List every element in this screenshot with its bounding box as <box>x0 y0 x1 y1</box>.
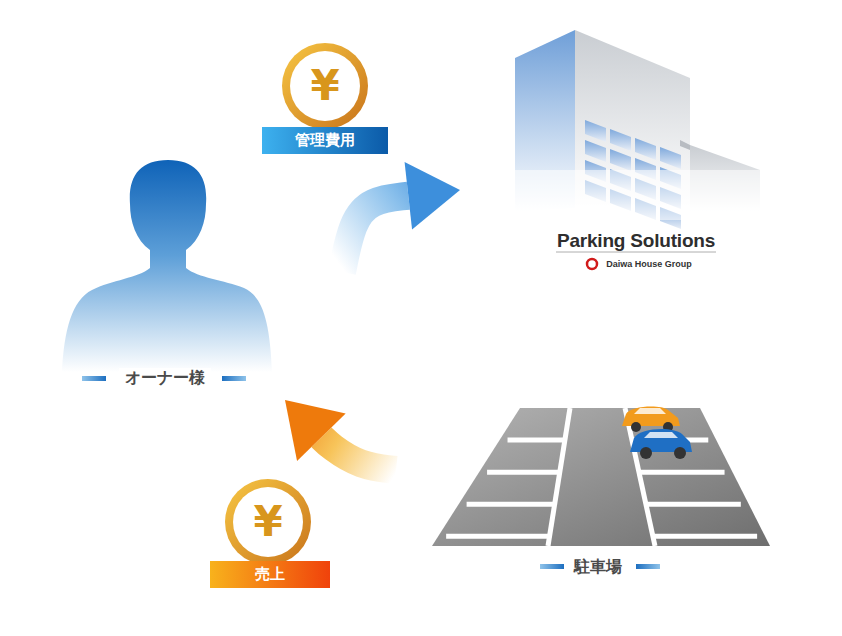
node-title: Parking Solutions <box>557 230 715 252</box>
lot-line <box>548 408 570 546</box>
lot-line <box>467 502 555 507</box>
company-node: Parking SolutionsDaiwa House Group <box>460 20 780 280</box>
flow-arrow <box>342 162 460 272</box>
currency-symbol: ¥ <box>253 499 282 545</box>
lot-line <box>625 408 655 546</box>
owner-node: オーナー様 <box>60 160 342 400</box>
arrow-head <box>405 162 460 230</box>
node-subtitle: Daiwa House Group <box>606 258 692 270</box>
lot-line <box>646 502 741 507</box>
node-title: オーナー様 <box>119 368 211 388</box>
node-title: 駐車場 <box>568 557 628 577</box>
lot-line <box>639 470 725 475</box>
lot-line <box>653 534 757 539</box>
parking-lot <box>432 407 770 546</box>
logo <box>556 252 716 269</box>
person-silhouette <box>62 160 272 372</box>
car <box>630 429 692 459</box>
lot-line <box>446 534 549 539</box>
currency-symbol: ¥ <box>310 63 339 109</box>
window <box>660 147 681 169</box>
parking-node: 駐車場 <box>396 395 780 585</box>
arrow-head <box>285 400 346 461</box>
window <box>635 138 656 160</box>
yen-coin <box>282 43 368 129</box>
window <box>585 120 606 142</box>
edge-label: 売上 <box>210 561 330 588</box>
edge-label: 管理費用 <box>262 127 388 154</box>
lot-line <box>508 438 565 443</box>
arrow-body <box>342 196 408 272</box>
window <box>610 129 631 151</box>
yen-coin <box>225 479 311 565</box>
window <box>610 149 631 171</box>
flow-arrow <box>285 400 396 470</box>
car <box>622 407 680 432</box>
window <box>585 140 606 162</box>
lot-line <box>487 470 560 475</box>
arrow-body <box>321 437 396 470</box>
office-building <box>505 30 775 229</box>
